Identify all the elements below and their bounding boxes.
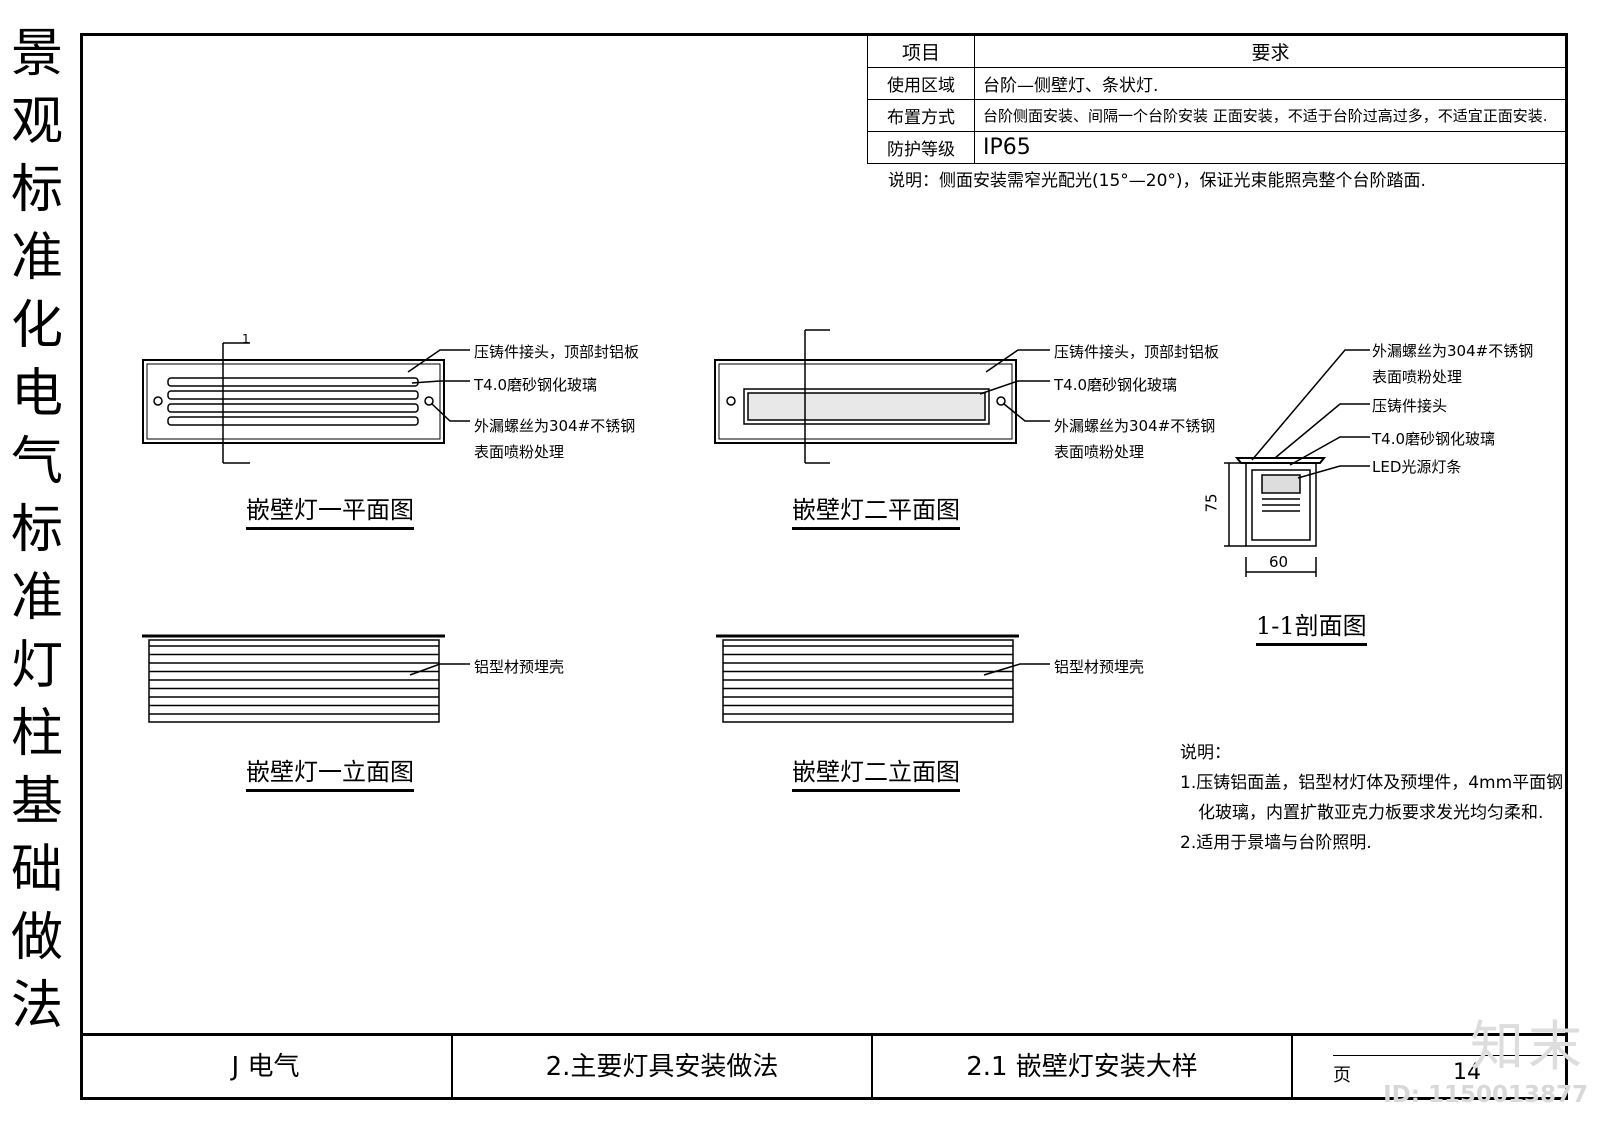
top-note: 说明：侧面安装需窄光配光(15°—20°)，保证光束能照亮整个台阶踏面. — [888, 171, 1426, 191]
row-key: 使用区域 — [867, 67, 975, 100]
side-title-char: 准 — [10, 228, 63, 288]
side-title-char: 标 — [10, 160, 63, 220]
elev1-ann-shell: 铝型材预埋壳 — [474, 658, 565, 676]
elev1-label: 嵌壁灯一立面图 — [246, 752, 414, 792]
side-title-char: 做 — [10, 908, 63, 968]
plan2-ann-screw2: 表面喷粉处理 — [1054, 443, 1145, 461]
title-block-line — [80, 1033, 1568, 1036]
page-divider — [1333, 1055, 1568, 1056]
desc-line2: 化玻璃，内置扩散亚克力板要求发光均匀柔和. — [1198, 803, 1544, 823]
title-block-drawing: 2.1 嵌壁灯安装大样 — [873, 1035, 1293, 1100]
page-label: 页 — [1333, 1065, 1351, 1086]
side-title-char: 灯 — [10, 636, 63, 696]
watermark-id: ID: 1150013877 — [1383, 1082, 1588, 1108]
dim-width: 60 — [1269, 553, 1289, 571]
plan2-drawing — [714, 329, 1050, 464]
plan1-ann-diecast: 压铸件接头，顶部封铝板 — [474, 343, 640, 361]
side-title-char: 法 — [10, 976, 63, 1036]
desc-line3: 2.适用于景墙与台阶照明. — [1180, 833, 1372, 853]
desc-title: 说明： — [1180, 743, 1231, 763]
drawing-frame — [80, 33, 1568, 1100]
desc-line1: 1.压铸铝面盖，铝型材灯体及预埋件，4mm平面钢 — [1180, 773, 1564, 793]
dim-height: 75 — [1202, 493, 1221, 513]
side-title-char: 标 — [10, 500, 63, 560]
description: 说明： 1.压铸铝面盖，铝型材灯体及预埋件，4mm平面钢 化玻璃，内置扩散亚克力… — [1180, 738, 1563, 858]
section-label: 1-1剖面图 — [1256, 606, 1367, 646]
title-block-page: 页 14 — [1293, 1035, 1568, 1100]
title-block-section: 2.主要灯具安装做法 — [453, 1035, 873, 1100]
row-value: 台阶—侧壁灯、条状灯. — [974, 67, 1567, 100]
elev2-drawing — [716, 634, 1050, 723]
sec-ann-screw1: 外漏螺丝为304#不锈钢 — [1372, 342, 1534, 360]
row-key: 防护等级 — [867, 131, 975, 164]
section-drawing — [1224, 349, 1370, 577]
watermark-logo: 知末 — [1470, 1015, 1586, 1078]
sec-ann-glass: T4.0磨砂钢化玻璃 — [1372, 430, 1496, 448]
side-title-char: 基 — [10, 772, 63, 832]
side-title-char: 柱 — [10, 704, 63, 764]
elev2-label: 嵌壁灯二立面图 — [792, 752, 960, 792]
plan1-drawing — [142, 342, 470, 464]
plan1-ann-screw1: 外漏螺丝为304#不锈钢 — [474, 417, 636, 435]
side-title-char: 础 — [10, 840, 63, 900]
elev1-drawing — [142, 634, 470, 723]
elev2-ann-shell: 铝型材预埋壳 — [1054, 658, 1145, 676]
title-block-discipline: J 电气 — [80, 1035, 453, 1100]
sec-ann-screw2: 表面喷粉处理 — [1372, 368, 1463, 386]
side-title-char: 准 — [10, 568, 63, 628]
plan2-ann-diecast: 压铸件接头，顶部封铝板 — [1054, 343, 1220, 361]
side-title-char: 电 — [10, 364, 63, 424]
plan2-ann-glass: T4.0磨砂钢化玻璃 — [1054, 376, 1178, 394]
plan1-label: 嵌壁灯一平面图 — [246, 490, 414, 530]
page-number: 14 — [1453, 1060, 1481, 1085]
sec-ann-led: LED光源灯条 — [1372, 458, 1462, 476]
table-header-row: 项目 要求 — [867, 35, 1567, 68]
plan2-label: 嵌壁灯二平面图 — [792, 490, 960, 530]
section-mark-top: 1 — [242, 332, 250, 346]
table-row: 防护等级 IP65 — [867, 131, 1567, 164]
table-row: 布置方式 台阶侧面安装、间隔一个台阶安装 正面安装，不适于台阶过高过多，不适宜正… — [867, 99, 1567, 132]
plan2-ann-screw1: 外漏螺丝为304#不锈钢 — [1054, 417, 1216, 435]
requirements-table: 项目 要求 使用区域 台阶—侧壁灯、条状灯. 布置方式 台阶侧面安装、间隔一个台… — [867, 35, 1567, 164]
table-row: 使用区域 台阶—侧壁灯、条状灯. — [867, 67, 1567, 100]
row-value: IP65 — [974, 131, 1567, 164]
side-title-char: 气 — [10, 432, 63, 492]
side-title-char: 观 — [10, 92, 63, 152]
side-title: 景观标准化电气标准灯柱基础做法 — [6, 20, 68, 1040]
side-title-char: 化 — [10, 296, 63, 356]
plan1-ann-glass: T4.0磨砂钢化玻璃 — [474, 376, 598, 394]
row-value: 台阶侧面安装、间隔一个台阶安装 正面安装，不适于台阶过高过多，不适宜正面安装. — [974, 99, 1567, 132]
side-title-char: 景 — [10, 24, 63, 84]
table-header-req: 要求 — [974, 35, 1567, 68]
sec-ann-joint: 压铸件接头 — [1372, 397, 1448, 415]
plan1-ann-screw2: 表面喷粉处理 — [474, 443, 565, 461]
